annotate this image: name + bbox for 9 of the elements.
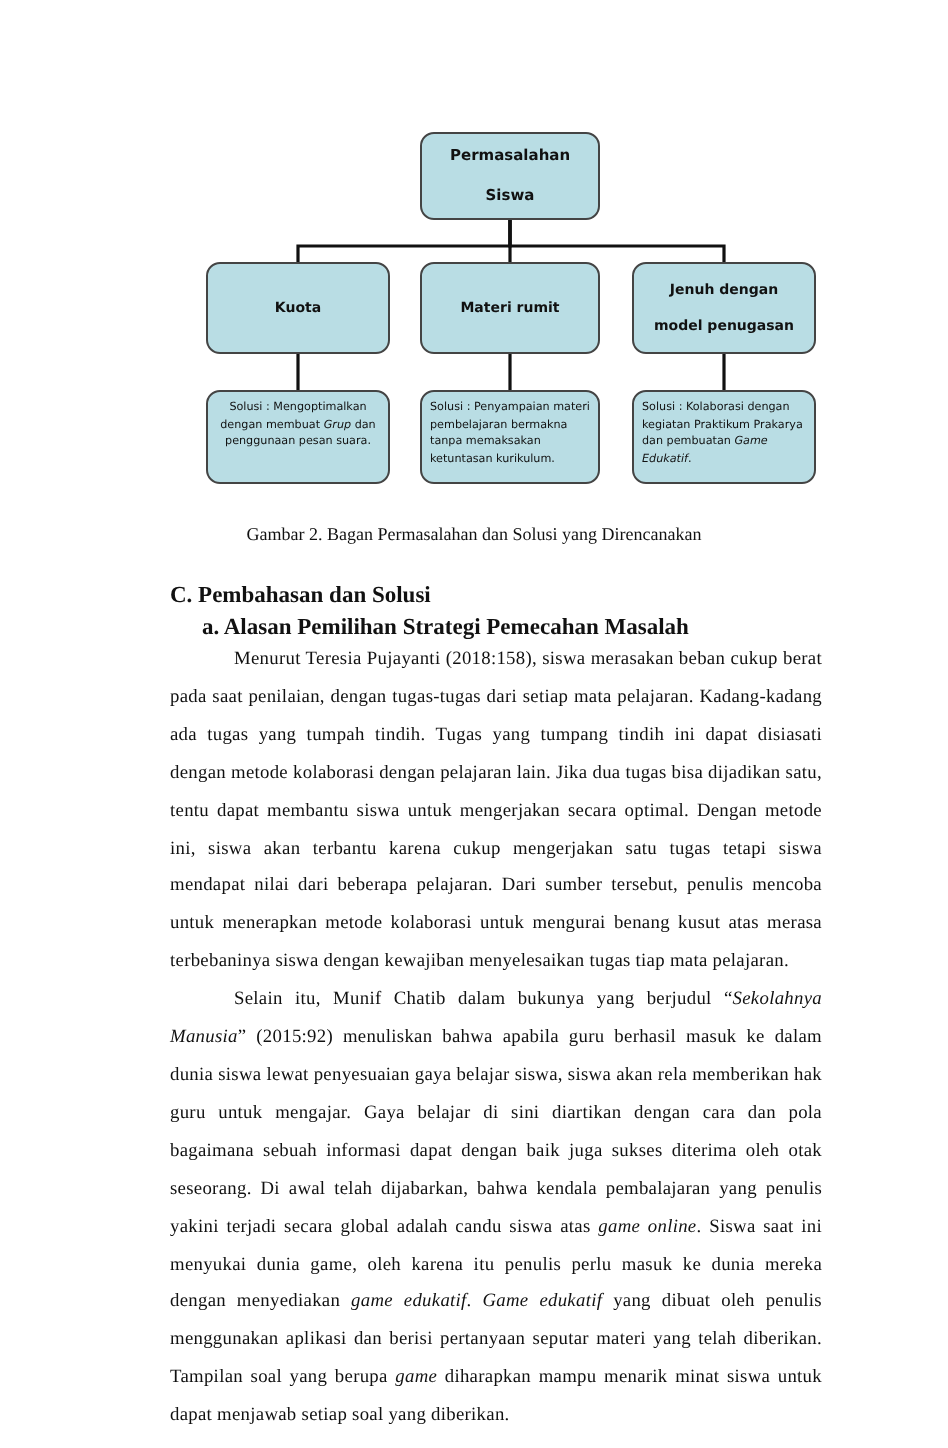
subsection-heading: a. Alasan Pemilihan Strategi Pemecahan Masalah xyxy=(202,614,689,644)
paragraph: Menurut Teresia Pujayanti (2018:158), siswa merasakan beban cukup berat pada saat penilaian, dengan tugas-tugas dari setiap mata pelajaran. Kadang-kadang ada tugas yang tumpah tindih. Tugas yang tumpang tindih ini dapat disiasati dengan metode kolaborasi dengan pelajaran lain. Jika dua tugas bisa dijadikan satu, tentu dapat membantu siswa untuk mengerjakan secara optimal. Dengan metode ini, siswa akan terbantu karena cukup mengerjakan satu tugas tetapi siswa mendapat nilai dari beberapa pelajaran. Dari sumber tersebut, penulis mencoba untuk menerapkan metode kolaborasi untuk mengurai benang kusut atas merasa terbebaninya siswa dengan kewajiban menyelesaikan tugas tiap mata pelajaran. xyxy=(170,648,822,977)
connector-line xyxy=(508,354,512,390)
figure-caption: Gambar 2. Bagan Permasalahan dan Solusi yang Direncanakan xyxy=(244,524,704,544)
connector-line xyxy=(508,220,726,262)
paragraph: Selain itu, Munif Chatib dalam bukunya yang berjudul “Sekolahnya Manusia” (2015:92) menuliskan bahwa apabila guru berhasil masuk ke dalam dunia siswa lewat penyesuaian gaya belajar siswa, siswa akan rela memberikan hak guru untuk mengajar. Gaya belajar di sini diartikan dengan cara dan pola bagaimana sebuah informasi dapat dengan baik juga sukses diterima oleh otak seseorang. Di awal telah dijabarkan, bahwa kendala pembalajaran yang penulis yakini terjadi secara global adalah candu siswa atas game online. Siswa saat ini menyukai dunia game, oleh karena itu penulis perlu masuk ke dunia mereka dengan menyediakan game edukatif. Game edukatif yang dibuat oleh penulis menggunakan aplikasi dan berisi pertanyaan seputar materi yang telah diberikan. Tampilan soal yang berupa game diharapkan mampu menarik minat siswa untuk dapat menjawab setiap soal yang diberikan. xyxy=(170,988,822,1431)
connector-line xyxy=(722,354,726,390)
section-heading: C. Pembahasan dan Solusi xyxy=(170,582,431,612)
connector-line xyxy=(296,354,300,390)
